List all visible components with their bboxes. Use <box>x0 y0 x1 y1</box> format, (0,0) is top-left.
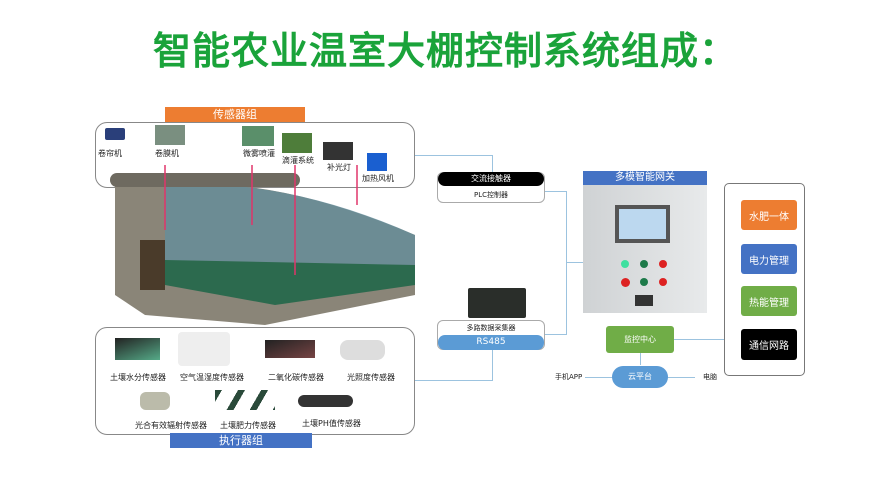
modules-box <box>724 183 805 376</box>
indicator-light <box>640 278 648 286</box>
indicator-light <box>659 278 667 286</box>
co2-sensor-image <box>265 340 315 358</box>
sensor-label: 微雾喷灌 <box>243 149 275 158</box>
gateway-screen <box>615 205 670 243</box>
connector-line <box>674 339 724 340</box>
heater-fan-icon <box>367 153 387 171</box>
connector-line <box>545 191 567 192</box>
sensor-label: 卷膜机 <box>155 149 179 158</box>
phone-app-label: 手机APP <box>555 372 583 382</box>
sensor-group-box <box>95 122 415 188</box>
sensor-label: 卷帘机 <box>98 149 122 158</box>
drip-irrigation-image <box>282 133 312 153</box>
connector-line <box>566 191 567 335</box>
nameplate <box>635 295 653 306</box>
actuator-label: 土壤肥力传感器 <box>220 421 276 430</box>
actuator-label: 光合有效辐射传感器 <box>135 421 207 430</box>
light-sensor-image <box>340 340 385 360</box>
film-roller-image <box>155 125 185 145</box>
indicator-light <box>640 260 648 268</box>
stop-button <box>621 278 630 287</box>
sensor-label: 加热风机 <box>362 174 394 183</box>
cloud-platform: 云平台 <box>612 366 668 388</box>
connector-line <box>545 334 567 335</box>
actuator-label: 二氧化碳传感器 <box>268 373 324 382</box>
greenhouse-illustration <box>110 165 415 325</box>
connector-line <box>640 353 641 365</box>
sensor-group-label: 传感器组 <box>165 107 305 122</box>
module-network: 通信网路 <box>741 329 797 360</box>
contactor-label: 交流接触器 <box>438 172 544 186</box>
rs485-label: RS485 <box>438 335 544 350</box>
monitor-center: 监控中心 <box>606 326 674 353</box>
actuator-label: 光照度传感器 <box>347 373 395 382</box>
actuator-group-label: 执行器组 <box>170 433 312 448</box>
soil-fertility-sensor-image <box>215 390 275 410</box>
gateway-title: 多模智能网关 <box>583 171 707 185</box>
actuator-label: 土壤水分传感器 <box>110 373 166 382</box>
collector-label: 多路数据采集器 <box>466 324 516 332</box>
module-thermal: 热能管理 <box>741 286 797 316</box>
roller-motor-icon <box>105 128 125 140</box>
gateway-cabinet <box>583 185 707 313</box>
connector-line <box>415 155 493 156</box>
soil-moisture-sensor-image <box>115 338 160 360</box>
pc-label: 电脑 <box>703 372 717 382</box>
plc-label: PLC控制器 <box>473 191 508 199</box>
indicator-light <box>659 260 667 268</box>
actuator-label: 空气温湿度传感器 <box>180 373 244 382</box>
indicator-light <box>621 260 629 268</box>
connector-line <box>566 262 583 263</box>
module-water-fertilizer: 水肥一体 <box>741 200 797 230</box>
connector-line <box>492 155 493 172</box>
ph-sensor-image <box>298 395 353 407</box>
page-title: 智能农业温室大棚控制系统组成： <box>152 29 738 73</box>
air-sensor-image <box>178 332 230 366</box>
mist-irrigation-image <box>242 126 274 146</box>
connector-line <box>492 350 493 380</box>
module-power: 电力管理 <box>741 244 797 274</box>
par-sensor-image <box>140 392 170 410</box>
sensor-label: 补光灯 <box>327 163 351 172</box>
grow-light-image <box>323 142 353 160</box>
actuator-label: 土壤PH值传感器 <box>302 419 361 428</box>
circuit-board-image <box>468 288 526 318</box>
connector-line <box>415 380 493 381</box>
sensor-label: 滴灌系统 <box>282 156 314 165</box>
